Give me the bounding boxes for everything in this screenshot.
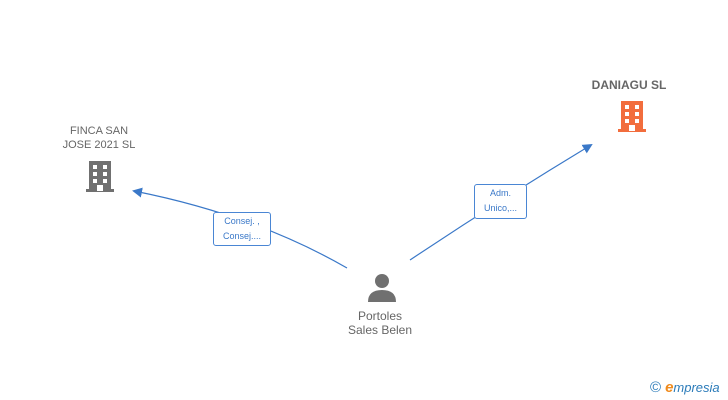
daniagu-company-label[interactable]: DANIAGU SL — [570, 78, 688, 92]
edge-label-daniagu-line1: Adm. — [489, 188, 511, 198]
daniagu-name: DANIAGU SL — [591, 78, 667, 92]
edge-label-finca-line1: Consej. , — [224, 216, 260, 226]
empresia-logo: © e mpresia — [650, 379, 720, 396]
finca-name-line2: JOSE 2021 SL — [62, 139, 136, 151]
person-label[interactable]: Portoles Sales Belen — [320, 309, 440, 337]
edge-label-finca-line2: Consej.... — [222, 231, 262, 241]
finca-company-label[interactable]: FINCA SAN JOSE 2021 SL — [40, 124, 158, 152]
person-icon[interactable] — [366, 271, 398, 303]
copyright-icon: © — [650, 379, 662, 396]
building-icon[interactable] — [83, 159, 117, 193]
brand-rest: mpresia — [673, 380, 720, 395]
person-name-line1: Portoles — [357, 309, 403, 323]
brand-initial: e — [665, 379, 674, 396]
edge-label-daniagu[interactable]: Adm. Unico,... — [474, 184, 527, 219]
edge-label-daniagu-line2: Unico,... — [483, 203, 517, 213]
finca-name-line1: FINCA SAN — [69, 125, 129, 137]
building-icon[interactable] — [615, 99, 649, 133]
person-name-line2: Sales Belen — [347, 323, 413, 337]
edge-label-finca[interactable]: Consej. , Consej.... — [213, 212, 271, 246]
